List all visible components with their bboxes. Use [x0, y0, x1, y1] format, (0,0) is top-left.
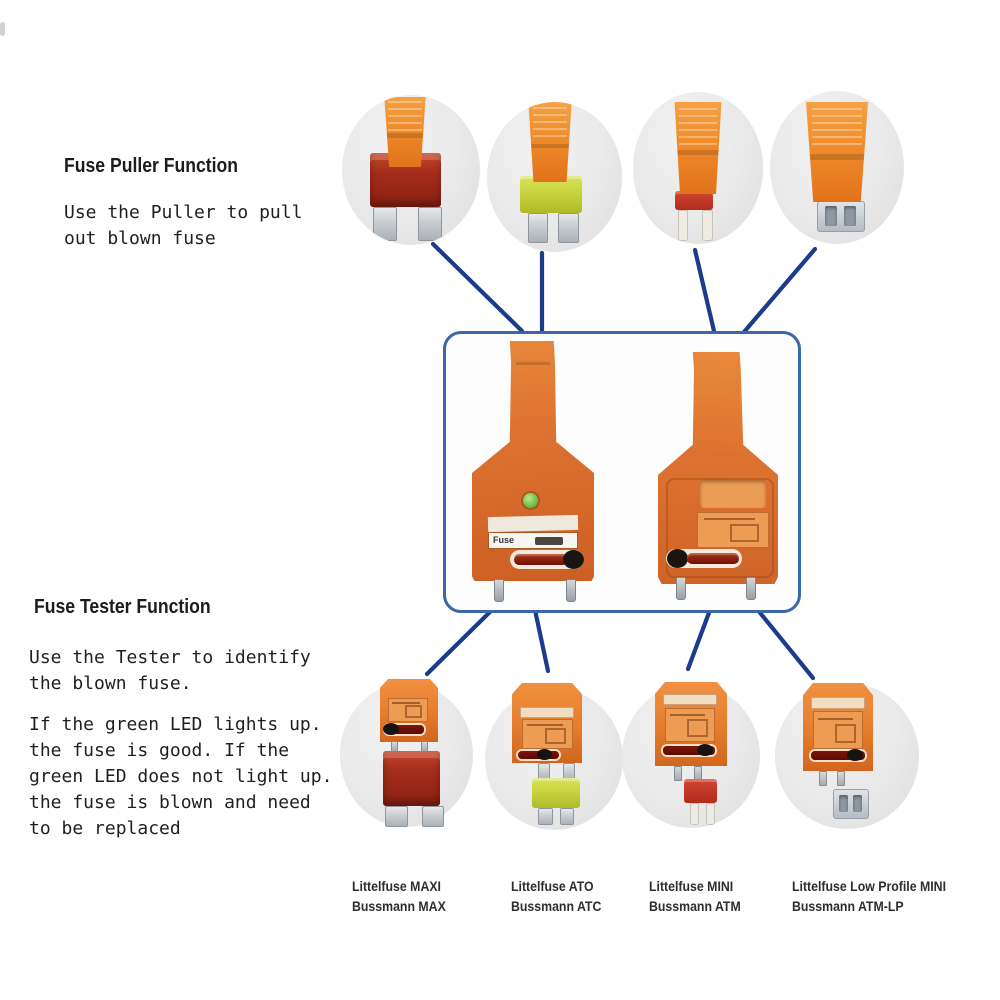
recessed-strip [700, 480, 766, 508]
contact-pin [819, 771, 827, 786]
label-strip [811, 697, 865, 709]
ato-fuse [520, 176, 582, 213]
contact-pin [837, 771, 845, 786]
fuse-blade [373, 207, 397, 241]
fuse-slot-knob [697, 744, 713, 756]
label-strip [487, 514, 579, 533]
fuse-prong [690, 803, 699, 825]
connector-line [741, 246, 818, 335]
circuit-panel [522, 719, 573, 749]
lp-fuse-slot [839, 795, 848, 812]
green-led [523, 493, 538, 508]
tester-head [803, 683, 873, 771]
fuse-slot-knob [667, 549, 688, 568]
contact-pin [566, 579, 576, 602]
mini-fuse [684, 779, 717, 803]
tester-section-body-detail: If the green LED lights up. the fuse is … [29, 714, 333, 839]
fuse-slot-bar [687, 553, 739, 564]
contact-pin [494, 579, 504, 602]
caption-atm-lp: Littelfuse Low Profile MINI Bussmann ATM… [792, 878, 947, 914]
fuse-slot [510, 550, 584, 569]
tester-head [380, 679, 438, 742]
fuse-puller-tool [384, 97, 426, 167]
fuse-prong [678, 210, 688, 241]
photo-tester-lp-mini [775, 683, 919, 829]
fuse-slot [666, 549, 742, 568]
device-front-label: Fuse [489, 533, 577, 548]
photo-puller-mini [633, 92, 763, 244]
label-strip [520, 707, 574, 718]
contact-pin [746, 577, 756, 600]
tester-head [512, 683, 582, 763]
fuse-prong [706, 803, 715, 825]
maxi-fuse [383, 751, 440, 806]
lp-mini-fuse [817, 201, 865, 232]
caption-mini: Littelfuse MINI Bussmann ATM [649, 878, 741, 914]
photo-tester-maxi [340, 679, 473, 827]
body-inset-outline [666, 478, 774, 578]
fuse-blade [422, 806, 444, 827]
connector-line [692, 247, 717, 334]
tester-section-heading: Fuse Tester Function [34, 596, 211, 618]
caption-maxi: Littelfuse MAXI Bussmann MAX [352, 878, 446, 914]
circuit-panel [665, 708, 715, 742]
fuse-prong [702, 210, 713, 241]
photo-tester-ato [485, 683, 623, 830]
circuit-panel [388, 698, 428, 722]
contact-pin [676, 577, 686, 600]
lp-fuse-slot [825, 206, 837, 226]
lp-fuse-slot [844, 206, 856, 226]
handle-step [516, 362, 550, 365]
lp-fuse-slot [853, 795, 862, 812]
fuse-blade [558, 213, 579, 243]
connector-line [754, 606, 816, 681]
photo-tester-mini [622, 682, 760, 828]
circuit-panel [813, 711, 863, 749]
fuse-slot [663, 746, 715, 755]
fuse-puller-tool [528, 102, 572, 182]
ato-fuse [532, 778, 580, 808]
puller-section-body: Use the Puller to pull out blown fuse [64, 202, 303, 249]
fuse-puller-tool [805, 102, 869, 202]
fuse-slot-knob [537, 749, 552, 760]
fuse-slot-bar [514, 554, 568, 565]
mini-fuse [675, 191, 713, 210]
connector-line [685, 607, 713, 672]
photo-puller-ato [487, 102, 622, 252]
fuse-blade [538, 808, 553, 825]
fuse-slot-knob [383, 723, 399, 735]
fuse-slot [385, 725, 424, 734]
contact-pin [674, 766, 682, 781]
fuse-blade [528, 213, 548, 243]
photo-puller-lp-mini [770, 91, 904, 244]
device-front-label-text: Fuse [493, 535, 515, 545]
connector-line [532, 607, 551, 674]
connector-line [424, 602, 500, 677]
circuit-panel [697, 512, 769, 548]
connector-line [430, 241, 525, 334]
caption-ato: Littelfuse ATO Bussmann ATC [511, 878, 602, 914]
fuse-tester-back [658, 352, 778, 602]
fuse-slot-knob [847, 749, 863, 761]
puller-section-heading: Fuse Puller Function [64, 155, 239, 177]
fuse-blade [560, 808, 574, 825]
fuse-blade [385, 806, 408, 827]
tester-head [655, 682, 727, 766]
label-strip [663, 694, 717, 705]
fuse-blade [418, 207, 442, 241]
photo-puller-maxi [342, 95, 480, 245]
fuse-slot-knob [563, 550, 584, 569]
label-print-smudge [535, 537, 563, 545]
lp-mini-fuse [833, 789, 869, 819]
fuse-tester-front: Fuse [472, 341, 594, 603]
tester-section-body-intro: Use the Tester to identify the blown fus… [29, 647, 311, 694]
fuse-slot [811, 751, 865, 760]
scan-speck [0, 22, 5, 36]
fuse-puller-tool [674, 102, 722, 194]
